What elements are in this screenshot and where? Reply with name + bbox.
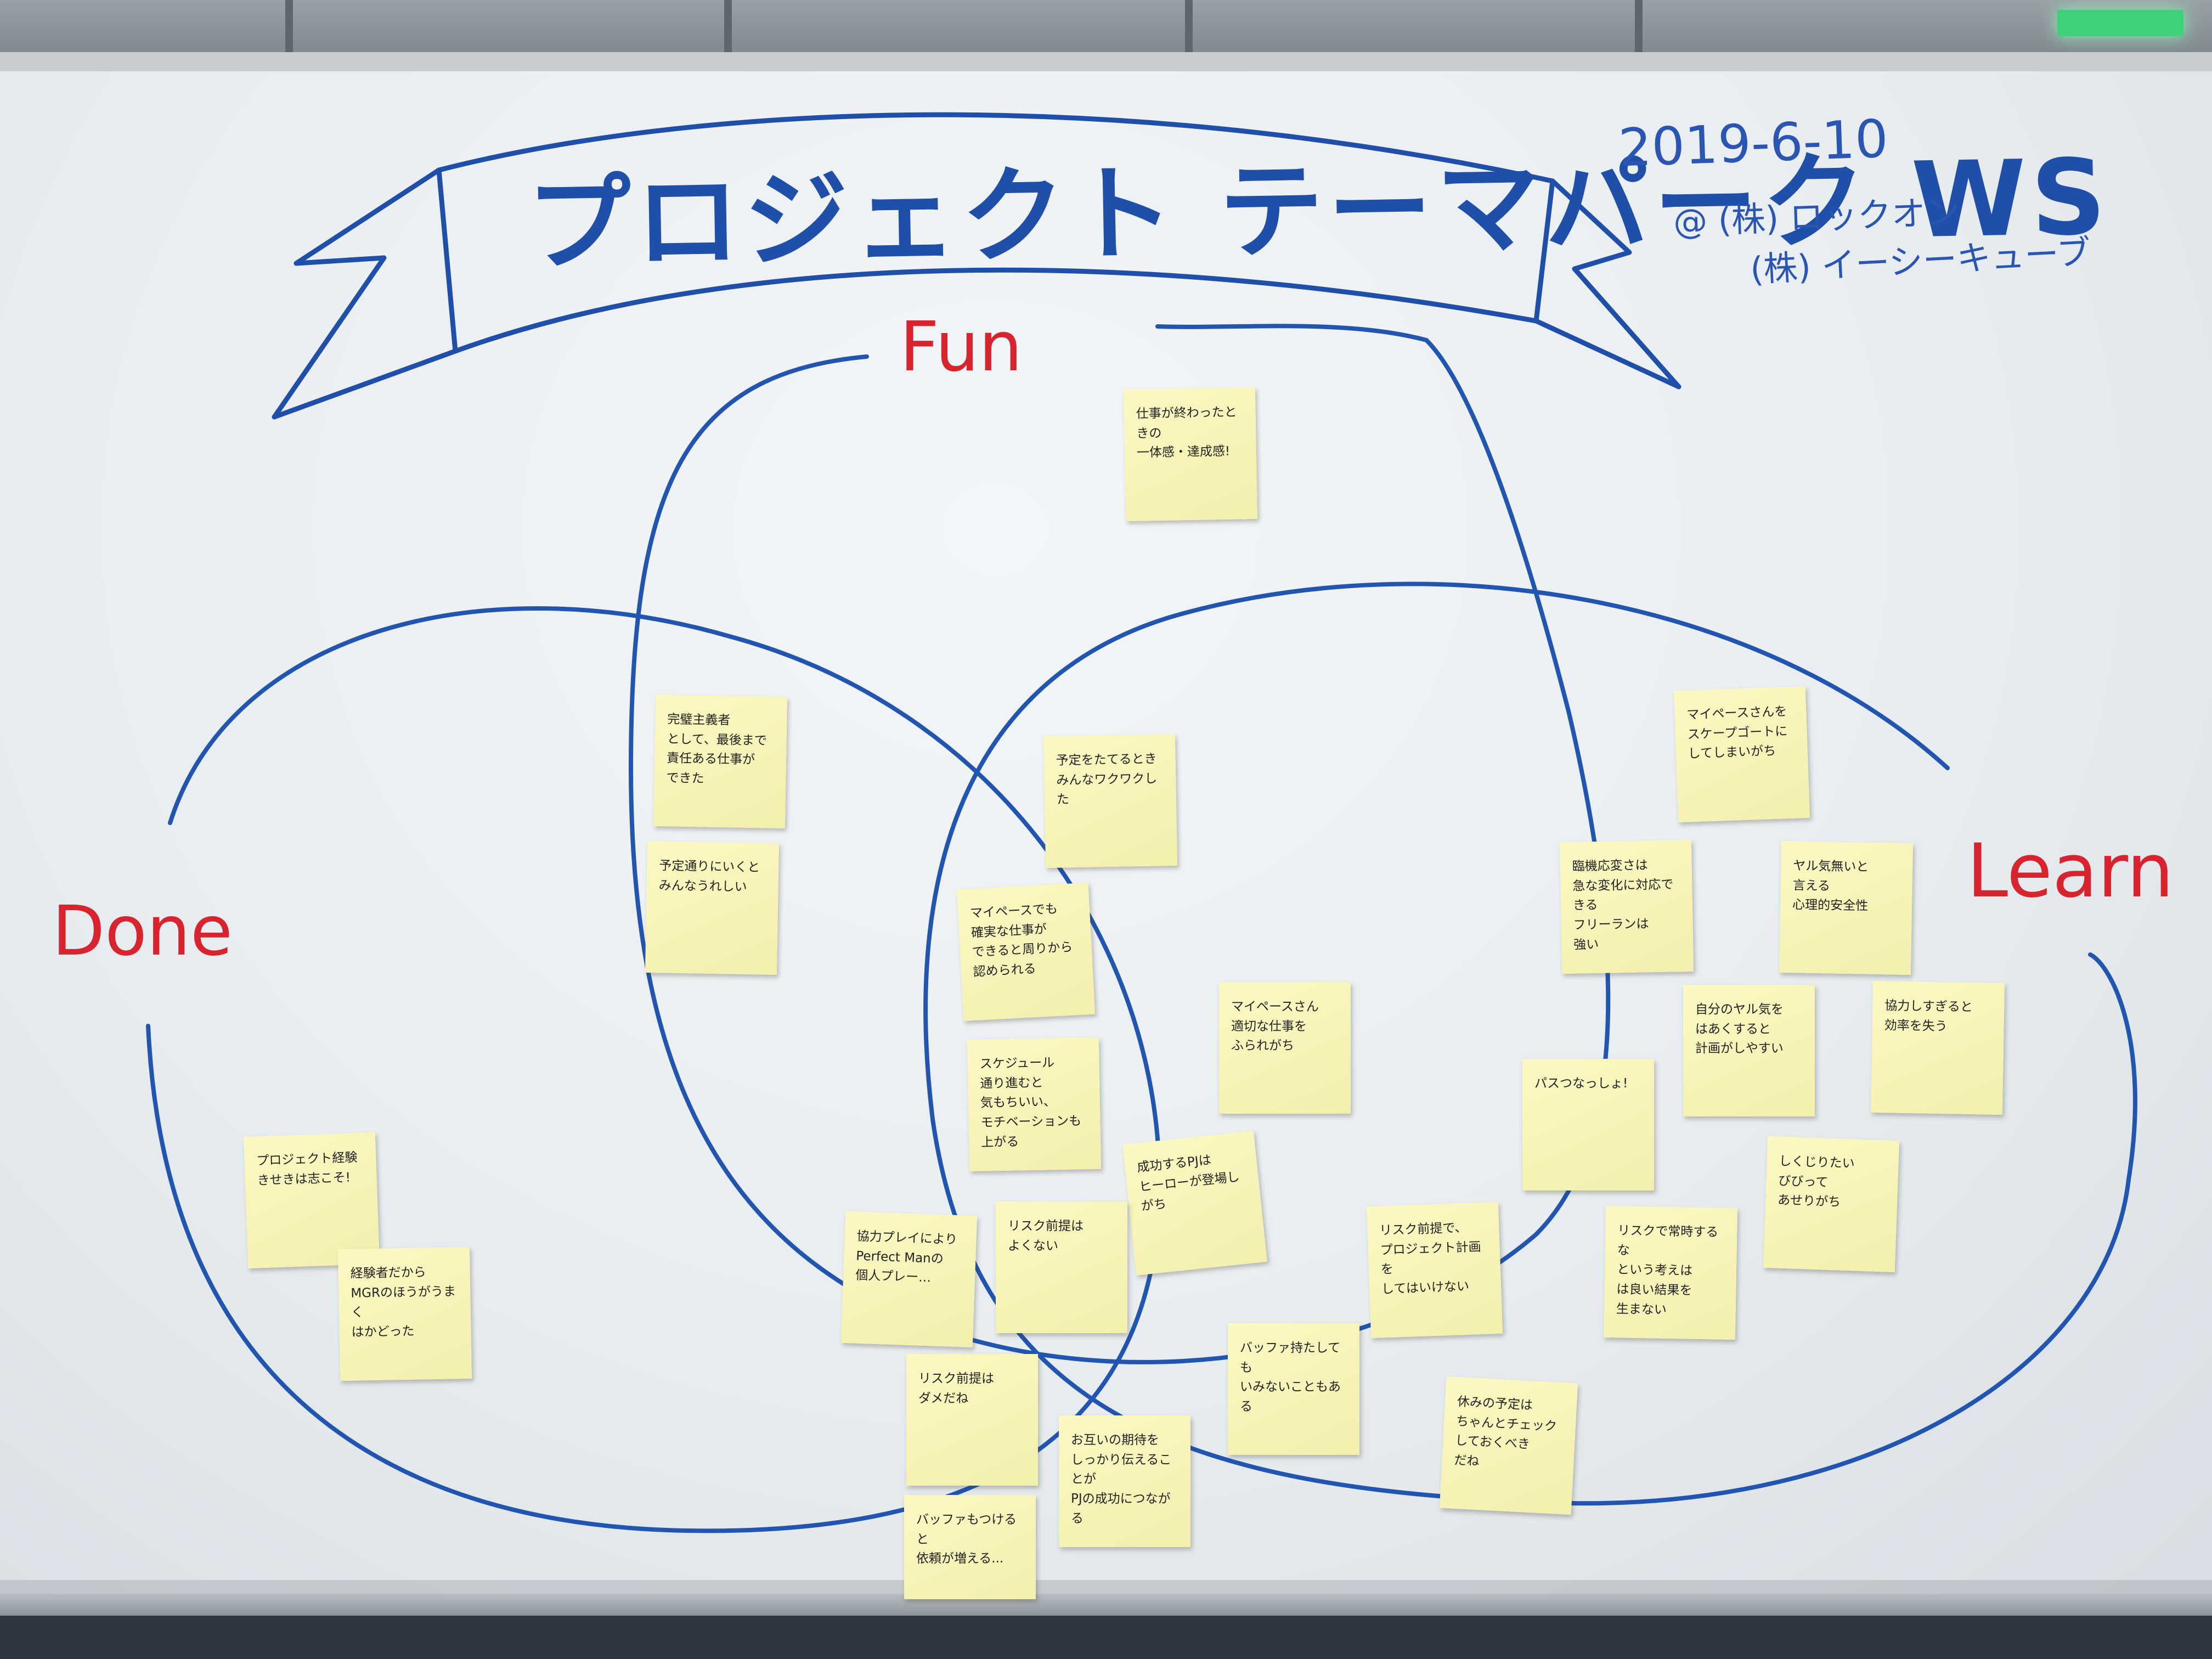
- marker-tray: [0, 1594, 2212, 1616]
- sticky-note: スケジュール 通り進むと 気もちいい、 モチベーションも上がる: [967, 1037, 1102, 1172]
- sticky-note: マイペースでも 確実な仕事が できると周りから 認められる: [956, 882, 1096, 1022]
- sticky-note: 休みの予定は ちゃんとチェックしておくべき だね: [1439, 1376, 1578, 1515]
- organizer-1: @ (株) ロックオン: [1672, 191, 1960, 242]
- sticky-note: お互いの期待を しっかり伝えることが PJの成功につながる: [1059, 1415, 1190, 1547]
- sticky-note: リスク前提は よくない: [996, 1201, 1127, 1333]
- sticky-note: 自分のヤル気を はあくすると 計画がしやすい: [1683, 985, 1815, 1116]
- sticky-note: 協力プレイにより Perfect Manの 個人プレー…: [840, 1211, 978, 1348]
- sticky-note: 予定通りにいくと みんなうれしい: [645, 840, 780, 975]
- title-banner: [272, 112, 1681, 420]
- floor: [0, 1616, 2212, 1659]
- exit-sign: [2057, 10, 2183, 36]
- sticky-note: 完璧主義者 として、最後まで 責任ある仕事が できた: [653, 694, 788, 829]
- sticky-note: パスつなっしょ!: [1522, 1059, 1654, 1190]
- sticky-note: しくじりたい びびって あせりがち: [1763, 1136, 1900, 1273]
- ceiling-panel-line: [1185, 0, 1193, 60]
- sticky-note: リスク前提で、 プロジェクト計画を してはいけない: [1366, 1201, 1503, 1339]
- sticky-note: バッファもつけると 依頼が増える...: [904, 1495, 1036, 1599]
- ceiling-panel-line: [724, 0, 732, 60]
- ceiling: [0, 0, 2212, 60]
- board-date: 2019-6-10: [1617, 109, 1889, 179]
- ceiling-panel-line: [1635, 0, 1643, 60]
- sticky-note: 仕事が終わったときの 一体感・達成感!: [1123, 387, 1258, 522]
- sticky-note: プロジェクト経験 きせきは志こそ!: [243, 1132, 380, 1269]
- sticky-note: バッファ持たしても いみないこともある: [1228, 1323, 1359, 1455]
- learn-circle: [923, 582, 2137, 1506]
- learn-label: Learn: [1967, 828, 2174, 914]
- sticky-note: マイペースさん 適切な仕事を ふられがち: [1219, 982, 1351, 1114]
- fun-label: Fun: [900, 307, 1023, 387]
- sticky-note: 経験者だから MGRのほうがうまく はかどった: [337, 1246, 472, 1381]
- sticky-note: 臨機応変さは 急な変化に対応できる フリーランは 強い: [1559, 839, 1694, 974]
- sticky-note: リスク前提は ダメだね: [906, 1354, 1038, 1486]
- sticky-note: 協力しすぎると 効率を失う: [1870, 980, 2005, 1115]
- sticky-note: 成功するPJは ヒーローが登場しがち: [1122, 1131, 1267, 1276]
- done-label: Done: [52, 891, 233, 971]
- sticky-note: マイペースさんを スケープゴートに してしまいがち: [1673, 686, 1810, 823]
- sticky-note: ヤル気無いと 言える 心理的安全性: [1779, 840, 1914, 975]
- sticky-note: リスクで常時するな という考えは は良い結果を 生まない: [1603, 1205, 1738, 1340]
- sticky-note: 予定をたてるとき みんなワクワクした: [1043, 733, 1178, 868]
- ceiling-panel-line: [285, 0, 293, 60]
